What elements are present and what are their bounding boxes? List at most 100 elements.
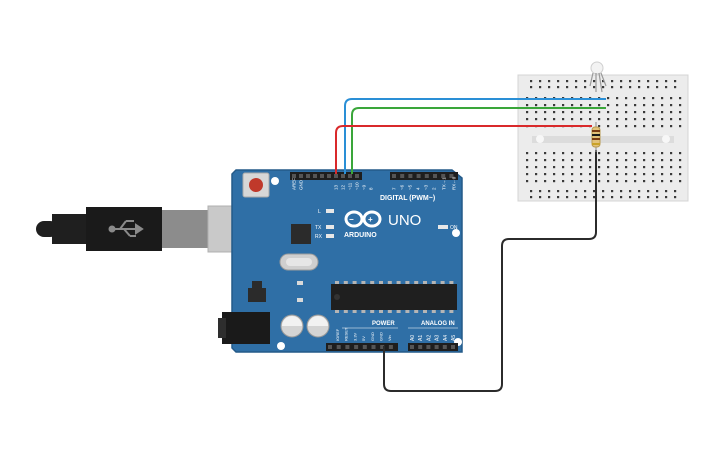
- breadboard-hole[interactable]: [652, 152, 655, 155]
- breadboard-hole[interactable]: [580, 166, 583, 169]
- breadboard-hole[interactable]: [661, 111, 664, 114]
- breadboard-hole[interactable]: [661, 166, 664, 169]
- breadboard-hole[interactable]: [647, 80, 650, 83]
- breadboard-hole[interactable]: [674, 86, 677, 89]
- breadboard-hole[interactable]: [535, 159, 538, 162]
- breadboard-hole[interactable]: [643, 166, 646, 169]
- breadboard-hole[interactable]: [553, 173, 556, 176]
- breadboard-hole[interactable]: [553, 166, 556, 169]
- breadboard-hole[interactable]: [575, 196, 578, 199]
- breadboard-hole[interactable]: [652, 125, 655, 128]
- breadboard-hole[interactable]: [643, 125, 646, 128]
- breadboard-hole[interactable]: [670, 152, 673, 155]
- breadboard-hole[interactable]: [571, 173, 574, 176]
- header-pin[interactable]: [388, 345, 393, 349]
- breadboard-hole[interactable]: [679, 118, 682, 121]
- breadboard-hole[interactable]: [544, 104, 547, 107]
- breadboard-hole[interactable]: [607, 166, 610, 169]
- breadboard-hole[interactable]: [535, 111, 538, 114]
- breadboard-hole[interactable]: [607, 97, 610, 100]
- header-pin[interactable]: [320, 174, 324, 178]
- breadboard-hole[interactable]: [571, 166, 574, 169]
- breadboard-hole[interactable]: [652, 180, 655, 183]
- breadboard-hole[interactable]: [526, 104, 529, 107]
- breadboard-hole[interactable]: [656, 196, 659, 199]
- breadboard-hole[interactable]: [535, 173, 538, 176]
- breadboard-hole[interactable]: [593, 196, 596, 199]
- breadboard-hole[interactable]: [580, 180, 583, 183]
- breadboard-hole[interactable]: [607, 173, 610, 176]
- breadboard-hole[interactable]: [665, 86, 668, 89]
- header-pin[interactable]: [424, 174, 429, 178]
- header-pin[interactable]: [416, 174, 421, 178]
- breadboard-hole[interactable]: [665, 80, 668, 83]
- breadboard-hole[interactable]: [598, 118, 601, 121]
- breadboard-hole[interactable]: [652, 111, 655, 114]
- breadboard-hole[interactable]: [616, 180, 619, 183]
- breadboard-hole[interactable]: [602, 196, 605, 199]
- breadboard-hole[interactable]: [539, 86, 542, 89]
- breadboard-hole[interactable]: [634, 180, 637, 183]
- header-pin[interactable]: [371, 345, 376, 349]
- header-pin[interactable]: [400, 174, 405, 178]
- breadboard-hole[interactable]: [602, 190, 605, 193]
- breadboard-hole[interactable]: [620, 86, 623, 89]
- breadboard-hole[interactable]: [598, 159, 601, 162]
- breadboard-hole[interactable]: [562, 173, 565, 176]
- breadboard-hole[interactable]: [665, 190, 668, 193]
- breadboard-hole[interactable]: [589, 166, 592, 169]
- resistor[interactable]: [591, 122, 601, 152]
- breadboard-hole[interactable]: [562, 166, 565, 169]
- breadboard-hole[interactable]: [679, 173, 682, 176]
- breadboard-hole[interactable]: [539, 196, 542, 199]
- breadboard-hole[interactable]: [616, 173, 619, 176]
- breadboard-hole[interactable]: [652, 159, 655, 162]
- breadboard-hole[interactable]: [589, 104, 592, 107]
- header-pin[interactable]: [408, 174, 413, 178]
- breadboard-hole[interactable]: [535, 118, 538, 121]
- breadboard-hole[interactable]: [661, 118, 664, 121]
- breadboard-hole[interactable]: [535, 166, 538, 169]
- breadboard-hole[interactable]: [625, 152, 628, 155]
- breadboard-hole[interactable]: [535, 104, 538, 107]
- breadboard-hole[interactable]: [571, 152, 574, 155]
- breadboard-hole[interactable]: [652, 166, 655, 169]
- wire-black[interactable]: [383, 150, 597, 392]
- breadboard-hole[interactable]: [607, 118, 610, 121]
- breadboard-hole[interactable]: [602, 80, 605, 83]
- breadboard-hole[interactable]: [625, 104, 628, 107]
- breadboard-hole[interactable]: [670, 173, 673, 176]
- breadboard-hole[interactable]: [661, 152, 664, 155]
- header-pin[interactable]: [345, 345, 350, 349]
- breadboard-hole[interactable]: [656, 190, 659, 193]
- breadboard-hole[interactable]: [584, 80, 587, 83]
- breadboard-hole[interactable]: [616, 111, 619, 114]
- breadboard-hole[interactable]: [652, 104, 655, 107]
- breadboard-hole[interactable]: [616, 104, 619, 107]
- breadboard-hole[interactable]: [535, 152, 538, 155]
- breadboard-hole[interactable]: [526, 159, 529, 162]
- header-pin[interactable]: [441, 174, 446, 178]
- breadboard-hole[interactable]: [539, 80, 542, 83]
- breadboard-hole[interactable]: [647, 196, 650, 199]
- breadboard-hole[interactable]: [679, 104, 682, 107]
- breadboard-hole[interactable]: [566, 86, 569, 89]
- breadboard-hole[interactable]: [526, 111, 529, 114]
- breadboard-hole[interactable]: [530, 190, 533, 193]
- breadboard-hole[interactable]: [634, 173, 637, 176]
- breadboard-hole[interactable]: [607, 111, 610, 114]
- breadboard-hole[interactable]: [539, 190, 542, 193]
- breadboard-hole[interactable]: [616, 166, 619, 169]
- breadboard-hole[interactable]: [607, 104, 610, 107]
- breadboard-hole[interactable]: [620, 80, 623, 83]
- breadboard-hole[interactable]: [562, 104, 565, 107]
- breadboard-hole[interactable]: [625, 118, 628, 121]
- breadboard-hole[interactable]: [652, 173, 655, 176]
- breadboard-hole[interactable]: [580, 173, 583, 176]
- breadboard-hole[interactable]: [661, 180, 664, 183]
- breadboard-hole[interactable]: [557, 196, 560, 199]
- breadboard-hole[interactable]: [562, 180, 565, 183]
- breadboard-hole[interactable]: [589, 159, 592, 162]
- breadboard-hole[interactable]: [670, 166, 673, 169]
- breadboard-hole[interactable]: [652, 97, 655, 100]
